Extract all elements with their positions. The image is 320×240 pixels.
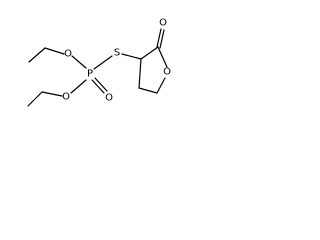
- bond-o-p-bottom: [70, 79, 87, 94]
- bond-p-o-double-b: [94, 77, 108, 92]
- bond-o-ring-c5: [156, 77, 166, 94]
- bond-o-p-top: [71, 55, 87, 69]
- bond-s-c3: [121, 53, 142, 60]
- bond-p-s: [93, 55, 113, 70]
- bond-c2-o-ring: [157, 46, 168, 68]
- bond-ch2-o-top: [44, 47, 65, 55]
- bonds: [27, 28, 168, 107]
- bond-ch2-o-bottom: [41, 91, 63, 97]
- bond-ch3-ch2-top: [28, 47, 46, 63]
- atom-labels: O O P O S O O: [62, 18, 171, 104]
- bond-c2-o-double-a: [156, 28, 162, 48]
- atom-o-phosphoryl: O: [105, 93, 113, 104]
- atom-o-carbonyl: O: [159, 18, 167, 29]
- atom-sulfur: S: [114, 48, 120, 59]
- bond-c3-c2: [140, 46, 159, 60]
- bond-c4-c3: [138, 58, 142, 89]
- atom-phosphorus: P: [87, 69, 93, 80]
- atom-o-ethoxy-top: O: [64, 49, 72, 60]
- atom-o-ethoxy-bottom: O: [62, 92, 70, 103]
- bond-p-o-double-a: [91, 79, 105, 94]
- bond-ch3-ch2-bottom: [27, 91, 43, 107]
- atom-o-ring: O: [163, 67, 171, 78]
- molecule-structure-diagram: O O P O S O O: [27, 18, 171, 107]
- bond-c5-c4: [138, 87, 158, 94]
- bond-c2-o-double-b: [159, 29, 165, 49]
